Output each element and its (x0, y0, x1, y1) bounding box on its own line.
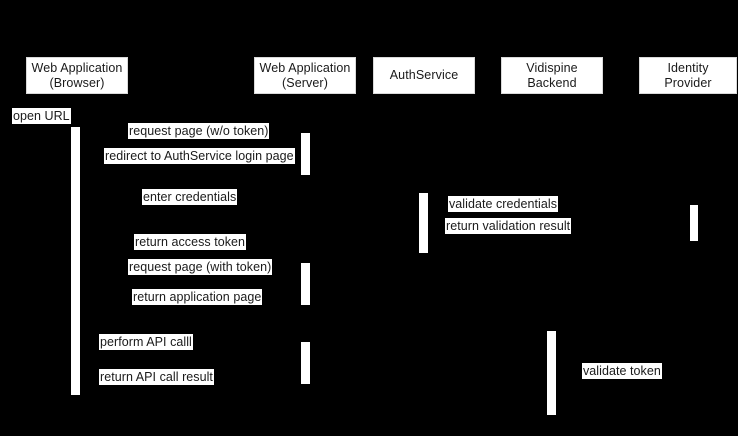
message-label-m3: redirect to AuthService login page (104, 148, 295, 164)
activation-bar-server-act-3 (301, 342, 310, 384)
message-label-m4: enter credentials (142, 189, 238, 205)
message-label-m7: return access token (134, 234, 247, 250)
message-label-m9: return application page (132, 289, 263, 305)
participant-label-primary: AuthService (389, 68, 459, 82)
participant-label-primary: Web Application (259, 60, 351, 75)
participant-label-secondary: (Server) (282, 75, 328, 90)
activation-bar-idp-act-1 (690, 205, 698, 241)
message-label-m2: request page (w/o token) (128, 123, 270, 139)
activation-bar-browser-main (71, 127, 80, 395)
participant-box-browser[interactable]: Web Application(Browser) (26, 57, 128, 94)
message-label-m5: validate credentials (448, 196, 559, 212)
participant-label-secondary: Backend (527, 75, 577, 90)
message-label-m8: request page (with token) (128, 259, 273, 275)
participant-label-primary: Identity (667, 60, 709, 75)
message-label-m11: return API call result (99, 369, 214, 385)
participant-label-primary: Web Application (31, 60, 123, 75)
message-label-m10: perform API calll (99, 334, 193, 350)
activation-bar-vidispine-act-1 (547, 331, 556, 415)
participant-label-primary: Vidispine (526, 60, 578, 75)
participant-label-secondary: (Browser) (49, 75, 105, 90)
participant-box-server[interactable]: Web Application(Server) (254, 57, 356, 94)
activation-bar-server-act-2 (301, 263, 310, 305)
message-label-m1: open URL (12, 108, 71, 124)
activation-bar-server-act-1 (301, 133, 310, 175)
participant-box-auth[interactable]: AuthService (373, 57, 475, 94)
participant-label-secondary: Provider (664, 75, 712, 90)
activation-bar-auth-act-1 (419, 193, 428, 253)
message-label-m6: return validation result (445, 218, 572, 234)
message-label-m12: validate token (582, 363, 662, 379)
